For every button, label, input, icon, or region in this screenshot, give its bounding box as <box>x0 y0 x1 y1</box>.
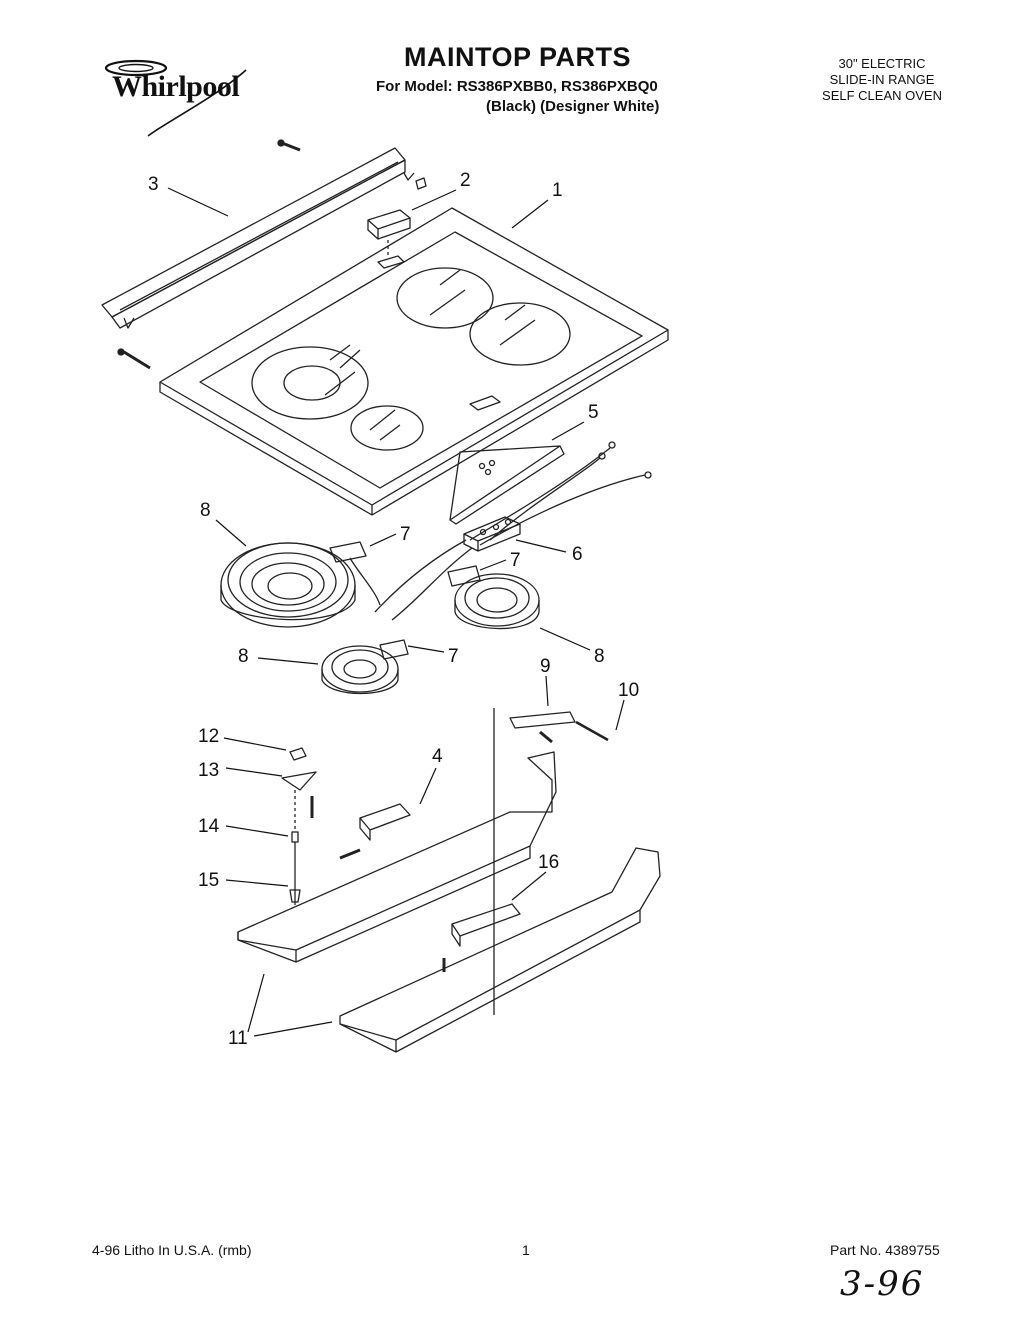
callout-label: 6 <box>572 544 583 565</box>
wiring-harness <box>349 441 652 621</box>
part-9-10-hardware <box>509 711 609 744</box>
callout-label: 16 <box>538 852 559 873</box>
page-number: 1 <box>522 1242 530 1258</box>
whirlpool-logo <box>104 59 247 137</box>
page-title: MAINTOP PARTS <box>404 42 632 72</box>
print-info: 4-96 Litho In U.S.A. (rmb) <box>92 1242 252 1258</box>
part-5-bracket-plate <box>449 445 565 525</box>
callout-label: 12 <box>198 726 219 747</box>
part-8-small-element <box>321 639 409 695</box>
callout-label: 13 <box>198 760 219 781</box>
callout-label: 8 <box>594 646 605 667</box>
callout-label: 7 <box>448 646 459 667</box>
callout-label: 4 <box>432 746 443 767</box>
part-2-bracket <box>367 209 411 269</box>
part-6-terminal-block <box>463 516 521 552</box>
callout-label: 3 <box>148 174 159 195</box>
callout-labels: 3 2 1 5 8 7 6 7 8 8 7 9 10 12 4 13 14 16… <box>148 170 639 1049</box>
callout-label: 5 <box>588 402 599 423</box>
variant-line: (Black) (Designer White) <box>486 98 660 115</box>
callout-label: 14 <box>198 816 220 837</box>
callout-label: 1 <box>552 180 563 201</box>
part-number: Part No. 4389755 <box>830 1242 940 1258</box>
callout-label: 7 <box>510 550 521 571</box>
callout-label: 2 <box>460 170 471 191</box>
callout-leaders <box>167 187 625 1037</box>
callout-label: 15 <box>198 870 219 891</box>
brand-wordmark: Whirlpool <box>112 70 240 103</box>
callout-label: 7 <box>400 524 411 545</box>
part-3-rear-trim <box>101 139 427 370</box>
part-12-15-sensor-assembly <box>281 747 317 905</box>
callout-label: 8 <box>200 500 211 521</box>
part-8-large-element <box>220 541 367 628</box>
product-type-line: SELF CLEAN OVEN <box>822 88 942 103</box>
product-type-line: 30" ELECTRIC <box>838 56 926 71</box>
product-type-line: SLIDE-IN RANGE <box>829 72 935 87</box>
part-8-right-element <box>447 565 540 630</box>
callout-label: 9 <box>540 656 551 677</box>
part-1-glass-cooktop <box>159 207 669 516</box>
part-4-11-front-trim <box>237 708 661 1053</box>
callout-label: 8 <box>238 646 249 667</box>
handwritten-date: 3-96 <box>840 1264 925 1304</box>
callout-label: 10 <box>618 680 639 701</box>
callout-label: 11 <box>228 1028 248 1049</box>
model-line: For Model: RS386PXBB0, RS386PXBQ0 <box>376 78 658 95</box>
